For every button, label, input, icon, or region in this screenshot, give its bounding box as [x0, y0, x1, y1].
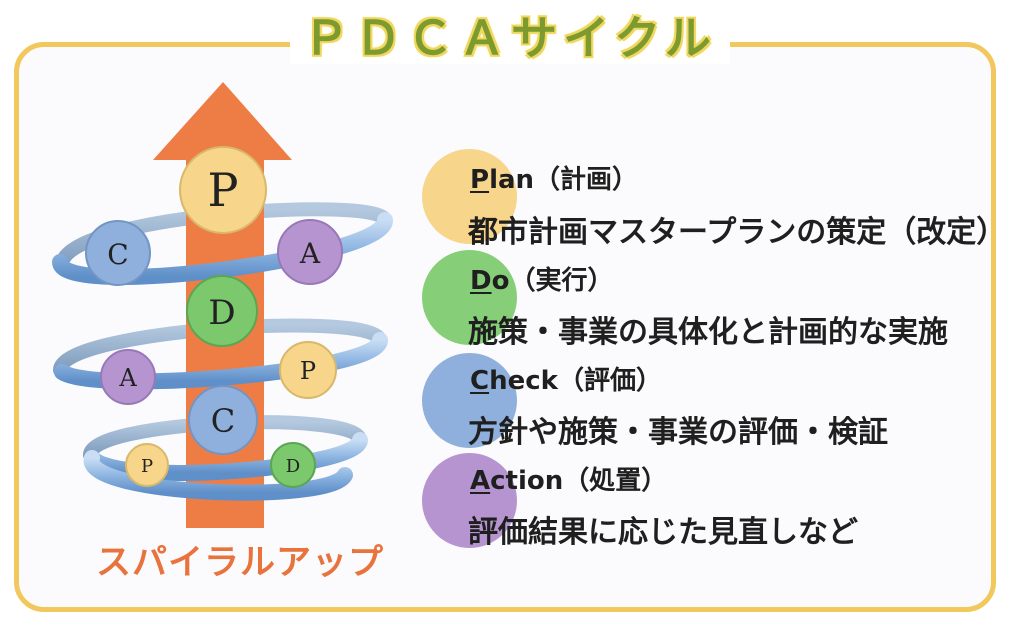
- action-description: 評価結果に応じた見直しなど: [468, 515, 858, 550]
- do-circle: [422, 250, 517, 345]
- node-label: C: [211, 402, 235, 440]
- action-initial: A: [470, 466, 491, 496]
- check-title: Check（評価）: [470, 360, 662, 397]
- do-title-rest: o（実行）: [491, 266, 614, 296]
- spiral-node-do-small: D: [270, 442, 316, 488]
- plan-initial: P: [470, 165, 490, 195]
- spiral-node-plan-small: P: [125, 443, 169, 487]
- plan-title: Plan（計画）: [470, 159, 638, 196]
- node-label: C: [107, 238, 128, 271]
- node-label: P: [300, 357, 316, 385]
- plan-description: 都市計画マスタープランの策定（改定）: [468, 215, 1007, 250]
- check-title-rest: heck（評価）: [489, 366, 662, 396]
- action-title-rest: ction（処置）: [490, 466, 668, 496]
- spiral-node-do-center: D: [186, 275, 258, 347]
- check-description: 方針や施策・事業の評価・検証: [468, 415, 888, 450]
- node-label: P: [141, 456, 153, 477]
- spiral-node-check-center: C: [188, 385, 258, 455]
- spiral-node-action-right: A: [277, 219, 343, 285]
- spiral-up-caption: スパイラルアップ: [96, 543, 385, 583]
- check-circle: [422, 353, 517, 448]
- node-label: D: [208, 293, 235, 333]
- title-background: [290, 12, 730, 64]
- plan-title-rest: lan（計画）: [489, 165, 639, 195]
- check-initial: C: [470, 366, 490, 396]
- spiral-node-plan-top: P: [179, 146, 267, 234]
- spiral-node-action-left: A: [100, 349, 156, 405]
- do-description: 施策・事業の具体化と計画的な実施: [468, 315, 948, 350]
- diagram-title: ＰＤＣＡサイクル: [303, 11, 717, 65]
- action-circle: [422, 453, 517, 548]
- spiral-node-check-left: C: [85, 220, 151, 286]
- spiral-node-plan-right: P: [279, 341, 337, 399]
- node-label: P: [208, 163, 239, 217]
- do-title: Do（実行）: [470, 260, 613, 297]
- do-initial: D: [470, 266, 492, 296]
- action-title: Action（処置）: [470, 460, 667, 497]
- node-label: A: [118, 364, 137, 392]
- plan-circle: [422, 149, 517, 244]
- node-label: A: [299, 237, 321, 270]
- spiral-ribbon-front: [52, 212, 393, 501]
- node-label: D: [286, 456, 300, 477]
